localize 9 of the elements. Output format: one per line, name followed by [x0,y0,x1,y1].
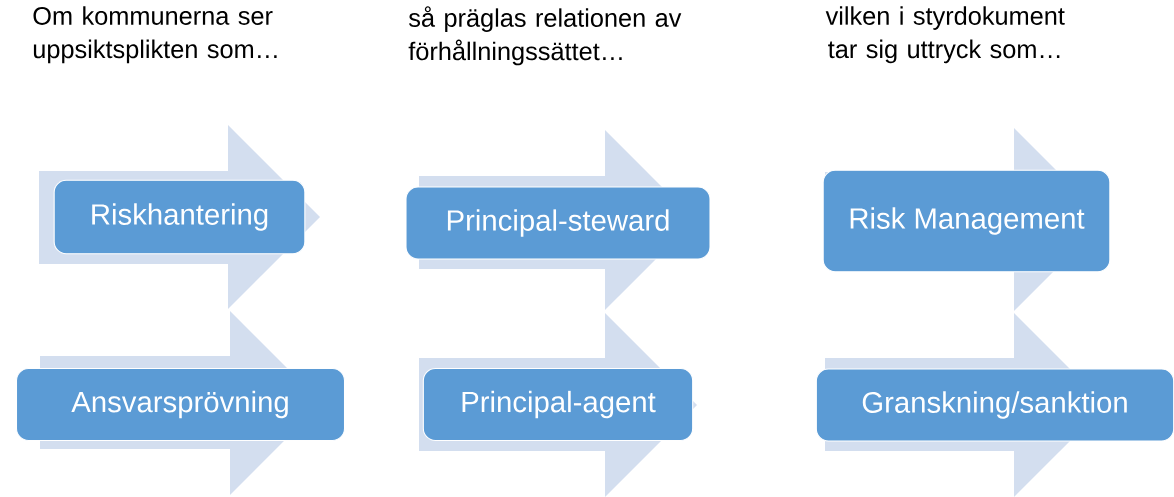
heading: så präglas relationen av förhållningssättet… [408,6,682,66]
process-box: Principal-agent [422,367,694,442]
heading: vilken i styrdokument tar sig uttryck som… [825,6,1065,64]
process-box: Granskning/sanktion [815,368,1174,442]
process-box: Risk Management [822,169,1111,273]
process-box: Ansvarsprövning [15,367,346,442]
process-box: Principal-steward [405,186,711,260]
process-box: Riskhantering [53,179,306,255]
heading: Om kommunerna ser uppsiktsplikten som… [33,6,277,64]
